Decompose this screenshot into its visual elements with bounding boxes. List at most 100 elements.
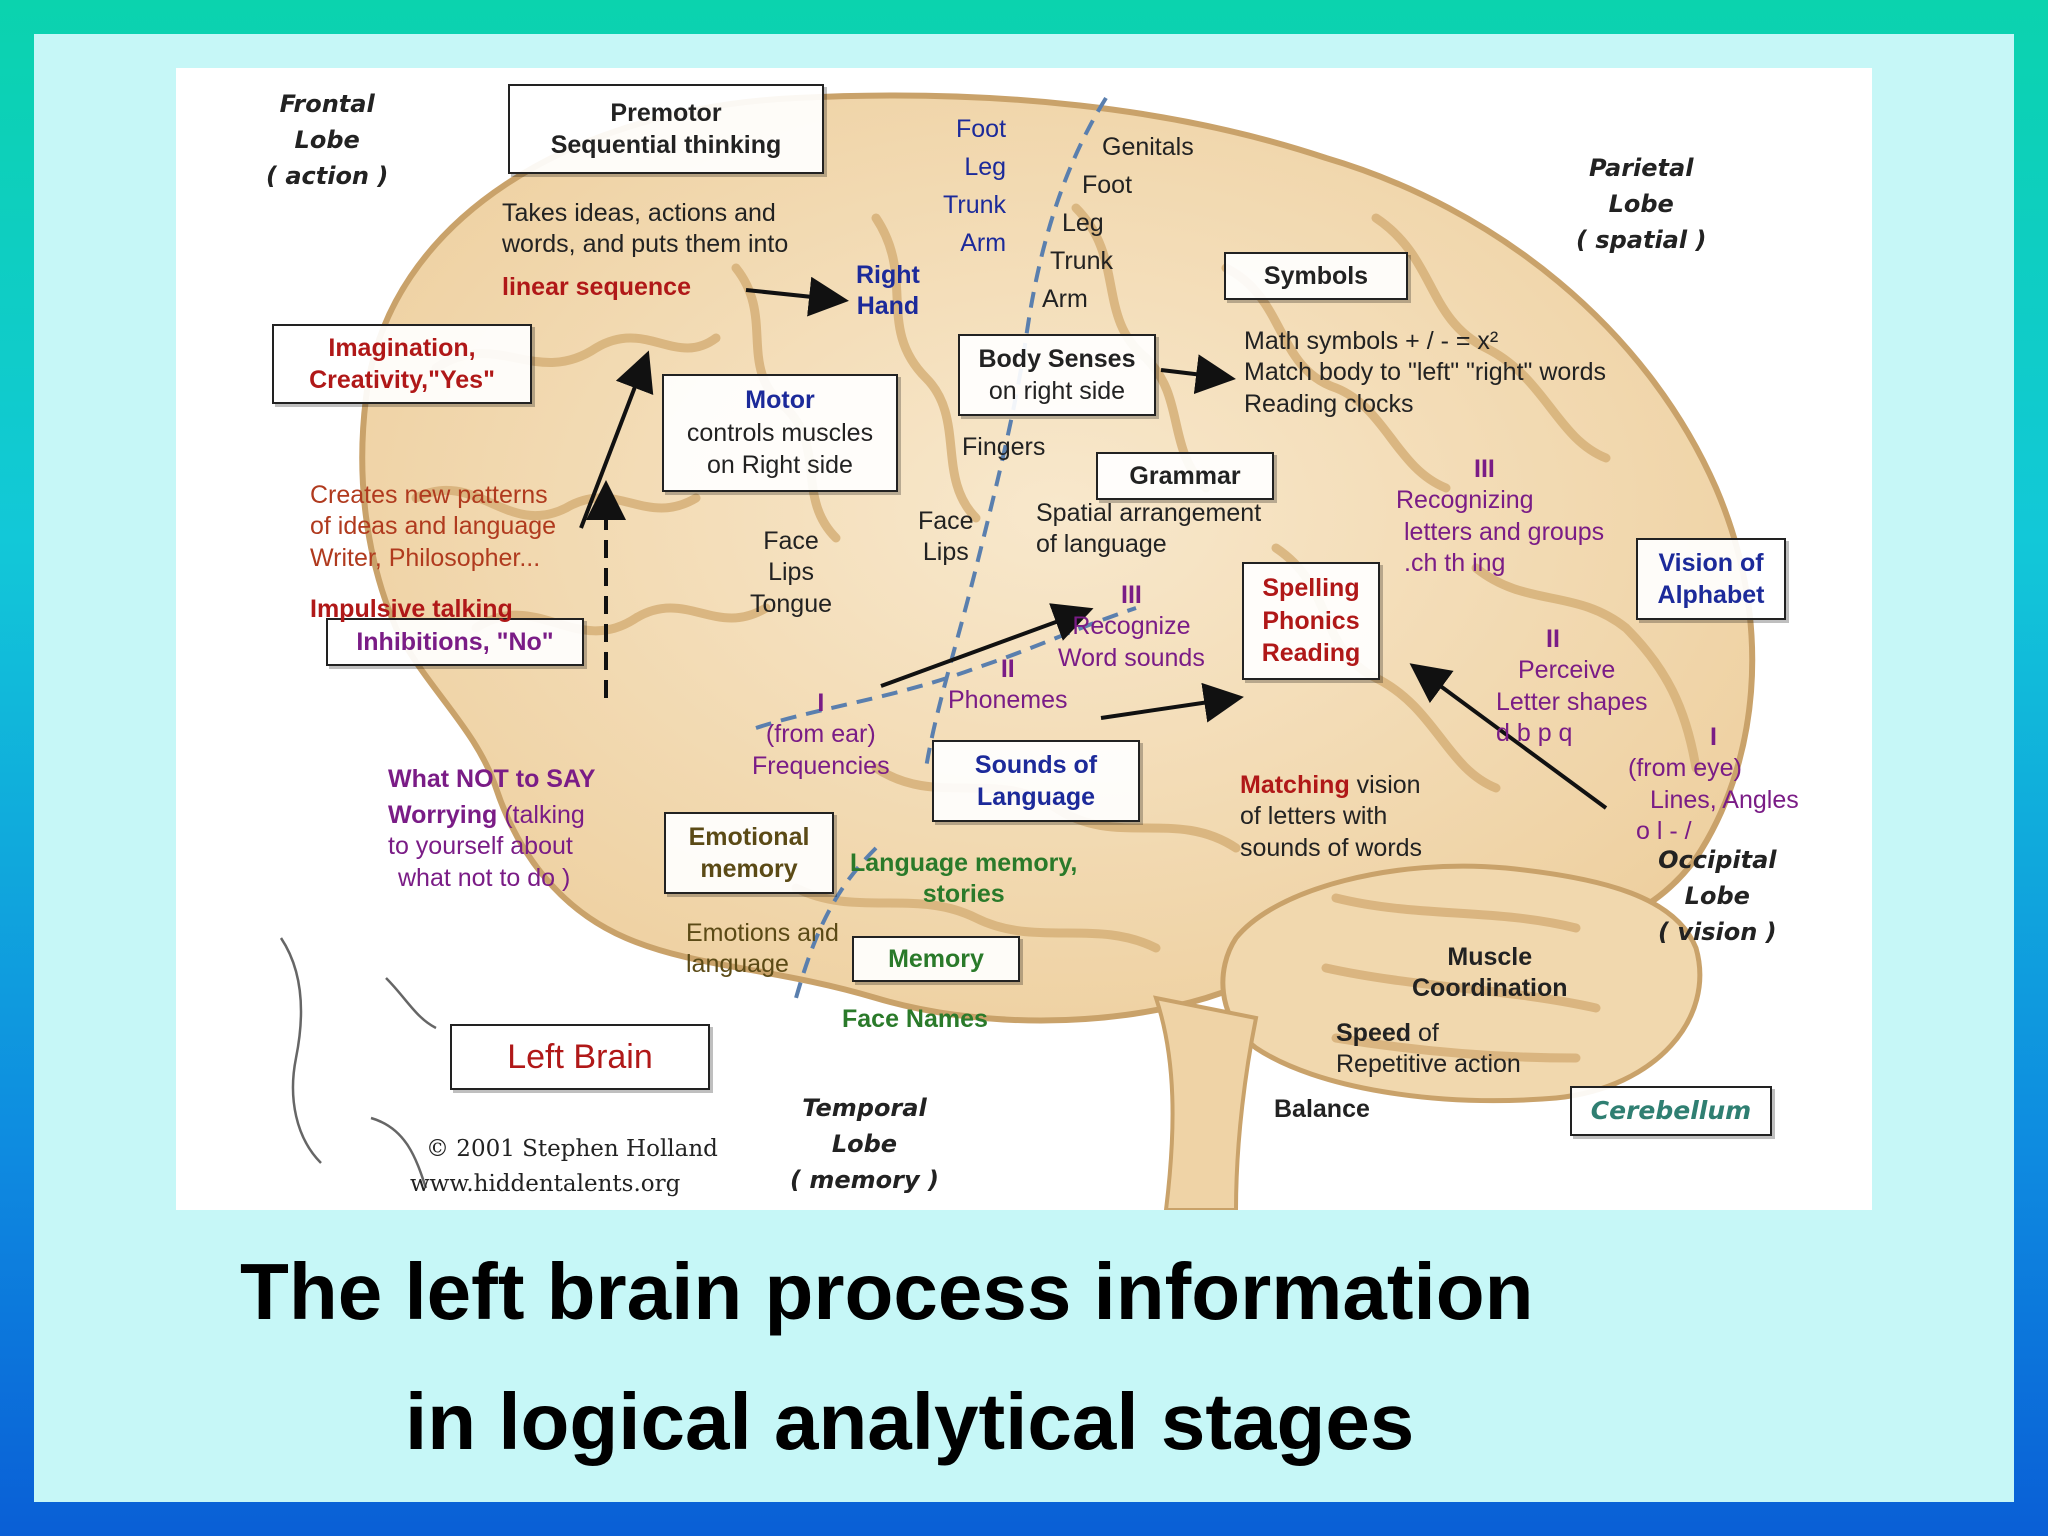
text-line: Letter shapes — [1496, 687, 1648, 716]
temporal-dash — [794, 846, 878, 999]
text-line: Recognize — [1072, 612, 1191, 641]
right-hand-text: Right Hand — [856, 260, 920, 323]
box-title: Left Brain — [507, 1037, 653, 1076]
sounds-language-box: Sounds of Language — [932, 740, 1140, 822]
vision-alphabet-box: Vision of Alphabet — [1636, 538, 1786, 620]
takes-ideas-text: Takes ideas, actions and words, and puts… — [502, 198, 788, 261]
perceive-letters-text: II Perceive Letter shapes d b p q — [1496, 624, 1648, 749]
text-line: Language memory, — [850, 849, 1078, 877]
text-line: Creates new patterns — [310, 481, 548, 509]
box-line: Language — [976, 783, 1096, 811]
text-line: to yourself about — [388, 832, 573, 861]
face-lips-tongue-text: Face Lips Tongue — [750, 526, 832, 620]
box-line: Emotional — [688, 822, 810, 851]
text-line: letters and groups — [1404, 517, 1605, 546]
sulci — [411, 203, 1701, 1063]
box-subtitle: Sequential thinking — [550, 131, 782, 159]
text-line: sounds of words — [1240, 833, 1423, 862]
stage-numeral: I — [817, 689, 825, 717]
box-line: Vision of — [1658, 548, 1764, 577]
text-line: Coordination — [1412, 974, 1568, 1003]
sensory-strip-labels: Genitals Foot Leg Trunk Arm — [1042, 128, 1194, 318]
text-line: Leg — [964, 153, 1007, 181]
parietal-lobe-label: Parietal Lobe ( spatial ) — [1576, 150, 1706, 258]
text-line: Hand — [856, 292, 920, 321]
memory-box: Memory — [852, 936, 1020, 982]
text-line: Arm — [960, 229, 1007, 257]
text-line: Lips — [922, 538, 969, 567]
box-title: Grammar — [1129, 461, 1241, 490]
box-line: on Right side — [707, 451, 853, 480]
box-subtitle: on right side — [988, 377, 1126, 405]
lobe-function: ( action ) — [266, 162, 389, 190]
matching-word: Matching — [1240, 771, 1350, 799]
muscle-coordination-text: Muscle Coordination — [1412, 942, 1568, 1005]
text-line: Repetitive action — [1336, 1050, 1521, 1079]
matching-text: Matching vision of letters with sounds o… — [1240, 770, 1422, 864]
speed-word: Speed — [1336, 1019, 1412, 1047]
worrying-text: Worrying (talking to yourself about what… — [388, 800, 585, 894]
lobe-word: Lobe — [294, 126, 360, 154]
text-line: Perceive — [1518, 656, 1616, 685]
text-line: Writer, Philosopher... — [310, 543, 541, 572]
fingers-text: Fingers — [962, 433, 1046, 461]
arrows — [579, 276, 1608, 810]
impulsive-talking-text: Impulsive talking — [310, 595, 513, 623]
text-line: Reading clocks — [1244, 389, 1414, 418]
text-line: language — [686, 950, 789, 979]
text-line: Worrying (talking — [388, 800, 585, 831]
text-line: Right — [856, 261, 920, 289]
left-brain-box: Left Brain — [450, 1024, 710, 1090]
grammar-box: Grammar — [1096, 452, 1274, 500]
lobe-name: Temporal — [802, 1094, 927, 1122]
copyright-text: © 2001 Stephen Holland www.hiddentalents… — [410, 1132, 718, 1201]
box-line: controls muscles — [686, 418, 874, 447]
lobe-name: Occipital — [1658, 846, 1777, 874]
text-fragment: of — [1411, 1019, 1439, 1047]
text-line: stories — [922, 880, 1005, 909]
recognizing-letters-text: III Recognizing letters and groups .ch t… — [1396, 454, 1604, 579]
brain-illustration — [279, 92, 1756, 1210]
worrying-word: Worrying — [388, 801, 498, 829]
lobe-word: Lobe — [1684, 882, 1750, 910]
text-line: Foot — [1082, 171, 1133, 199]
text-line: Recognizing — [1396, 486, 1534, 515]
text-line: .ch th ing — [1404, 548, 1506, 577]
box-title: Body Senses — [978, 344, 1136, 373]
creates-patterns-text: Creates new patterns of ideas and langua… — [310, 480, 556, 574]
text-line: (from ear) — [765, 720, 876, 749]
premotor-box: Premotor Sequential thinking — [508, 84, 824, 174]
text-line: (from eye) — [1628, 754, 1742, 783]
face-names-text: Face Names — [842, 1005, 988, 1033]
lobe-word: Lobe — [1608, 190, 1674, 218]
lobe-function: ( spatial ) — [1576, 226, 1707, 254]
box-line: memory — [700, 855, 798, 883]
caption-line-2: in logical analytical stages — [405, 1377, 1415, 1466]
box-subtitle: Creativity,"Yes" — [309, 366, 495, 394]
balance-text: Balance — [1274, 1095, 1370, 1123]
text-line: Word sounds — [1058, 643, 1205, 672]
text-line: Arm — [1042, 285, 1088, 313]
text-line: Face — [918, 507, 974, 535]
lobe-function: ( vision ) — [1658, 918, 1777, 946]
website-line: www.hiddentalents.org — [410, 1170, 681, 1197]
text-line: of letters with — [1240, 802, 1388, 831]
text-line: Lips — [768, 558, 814, 587]
text-line: Tongue — [750, 589, 833, 618]
text-line: Genitals — [1102, 133, 1194, 161]
text-fragment: (talking — [497, 801, 585, 829]
text-line: Trunk — [943, 191, 1007, 219]
stage-numeral: I — [1710, 723, 1717, 751]
face-lips-sensory-text: Face Lips — [918, 506, 974, 569]
motor-strip-labels: Foot Leg Trunk Arm — [896, 110, 1006, 262]
text-line: what not to do ) — [398, 863, 571, 892]
box-line: Phonics — [1262, 606, 1360, 635]
text-line: Trunk — [1050, 247, 1113, 275]
text-line: Emotions and — [686, 919, 839, 947]
text-line: words, and puts them into — [502, 230, 789, 259]
text-line: d b p q — [1496, 718, 1573, 747]
body-senses-box: Body Senses on right side — [958, 334, 1156, 416]
central-sulcus — [924, 96, 1108, 769]
imagination-box: Imagination, Creativity,"Yes" — [272, 324, 532, 404]
stage-numeral: II — [1000, 655, 1015, 683]
